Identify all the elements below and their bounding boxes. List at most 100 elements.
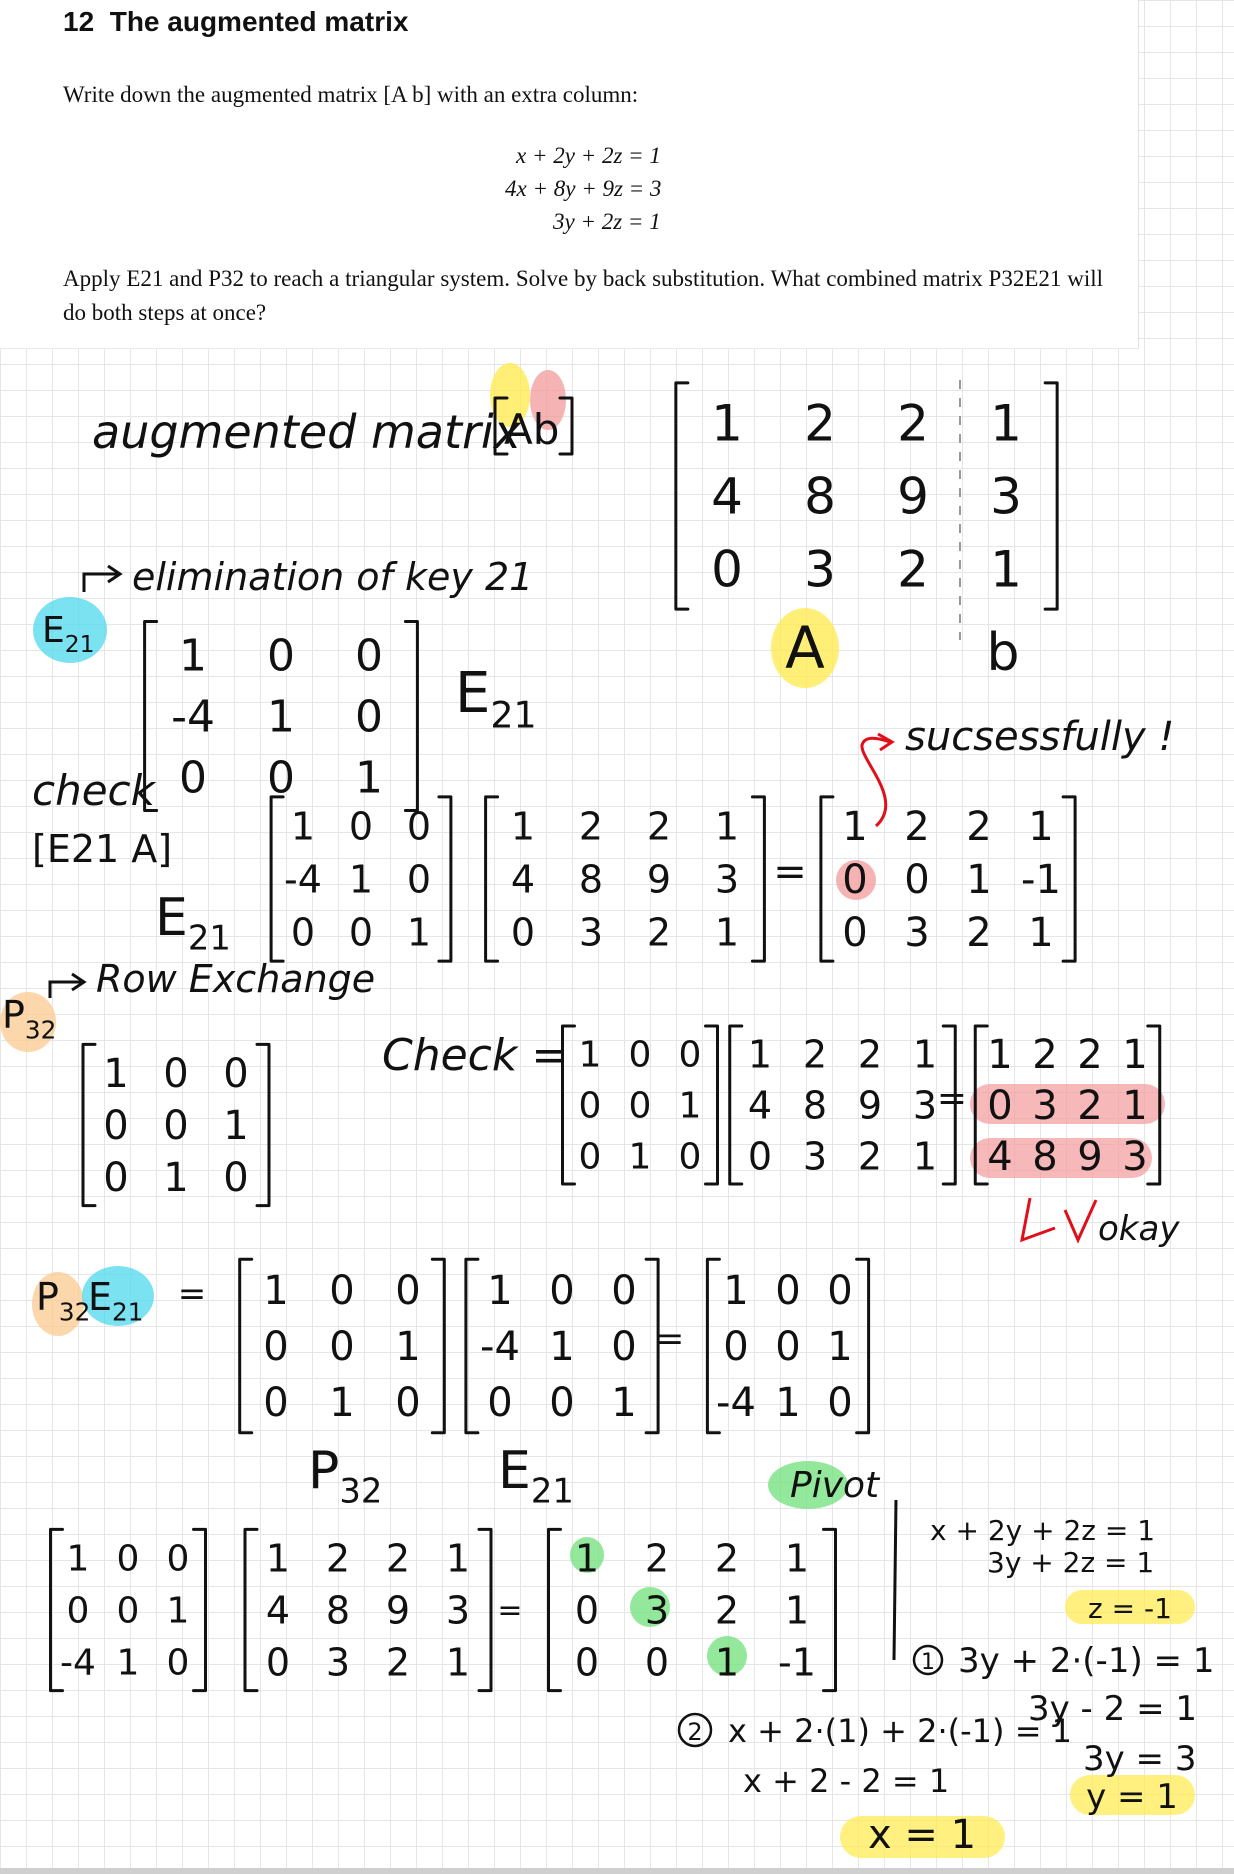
check2-a-left-bracket [728,1024,744,1186]
check-result-left-bracket [819,795,835,963]
highlight-new-zero [836,860,876,900]
combined-result-cell: 0 [827,1380,852,1426]
p32-matrix-cell: 1 [223,1103,248,1149]
combined-result-cell: 0 [723,1324,748,1370]
check-e21-right-bracket [437,795,453,963]
check-result-cell: -1 [1021,857,1061,903]
combined-e21-matrix-cell: 1 [611,1380,636,1426]
check2-p32-cell: 0 [679,1137,702,1178]
check2-p32-cell: 1 [629,1137,652,1178]
final-p32e21-cell: 0 [167,1643,190,1684]
combined-e21: E21 [88,1275,143,1327]
pivot-label: Pivot [790,1465,881,1506]
backsub-step2b: x + 2 - 2 = 1 [743,1762,949,1800]
check2-result-cell: 3 [1122,1134,1147,1180]
combined-e21-matrix-cell: 0 [549,1380,574,1426]
augmented-matrix-cell: 1 [711,395,743,453]
combined-result-cell: 1 [827,1324,852,1370]
combined-e21-matrix-cell: -4 [480,1324,520,1370]
check-result-cell: 1 [1028,804,1053,850]
final-a-cell: 3 [446,1588,470,1632]
check-a-cell: 1 [715,804,739,848]
highlight-b [530,370,566,430]
combined-p32-matrix-left-bracket [238,1257,254,1435]
step2-circle [677,1712,713,1748]
highlight-label-a [771,608,839,688]
backsub-step1b: 3y - 2 = 1 [1028,1689,1197,1729]
final-a-cell: 2 [386,1536,410,1580]
step1-number: 1 [921,1650,935,1675]
check2-p32-left-bracket [561,1024,576,1186]
final-result-cell: 2 [715,1588,739,1632]
final-result-cell: 0 [645,1640,669,1684]
success-arrow-head [877,732,895,752]
check-e21-cell: 1 [291,804,315,848]
augmented-matrix-cell: 1 [990,395,1022,453]
backsub-step2: x + 2·(1) + 2·(-1) = 1 [728,1712,1072,1750]
e21-matrix-cell: 0 [267,752,295,803]
combined-p32-matrix-cell: 0 [263,1380,288,1426]
p32-tag: P32 [2,993,56,1045]
p32-matrix-cell: 0 [163,1103,188,1149]
p32-matrix-cell: 0 [223,1051,248,1097]
check2-a-cell: 2 [858,1032,882,1076]
final-a-cell: 8 [326,1588,350,1632]
augmented-matrix-cell: 2 [897,541,929,599]
combined-p32-matrix-cell: 1 [263,1268,288,1314]
check2-a-cell: 2 [858,1134,882,1178]
e21-matrix-cell: 1 [179,630,207,681]
final-a-cell: 1 [266,1536,290,1580]
e21-matrix-cell: 1 [267,691,295,742]
augmented-matrix-cell: 4 [711,468,743,526]
check-result-cell: 0 [842,857,867,903]
highlight-y [1070,1775,1195,1815]
combined-equals: = [178,1274,207,1314]
check-a-cell: 4 [511,857,535,901]
row-exchange-arrow-head [71,972,87,992]
final-a-right-bracket [477,1527,493,1693]
combined-e21-matrix-cell: 1 [549,1324,574,1370]
combined-e21-matrix-cell: 0 [549,1268,574,1314]
step2-number: 2 [687,1718,702,1746]
highlight-e21-tag [33,597,107,663]
combined-result-cell: 0 [827,1268,852,1314]
combined-p32-matrix-cell: 1 [395,1324,420,1370]
check-result-cell: 2 [966,804,991,850]
check2-p32-cell: 0 [579,1086,602,1127]
problem-number: 12 [63,6,95,37]
check-a-cell: 3 [579,910,603,954]
equals-sign: = [773,849,807,895]
final-result-left-bracket [547,1527,562,1693]
okay-check-mark [1063,1199,1098,1244]
final-a-cell: 2 [386,1640,410,1684]
e21-matrix-cell: 0 [355,630,383,681]
check2-result-cell: 3 [1032,1083,1057,1129]
step1-circle [912,1644,944,1676]
check-result-cell: 0 [842,910,867,956]
combined-p32-matrix-cell: 1 [329,1380,354,1426]
check2-a-cell: 9 [858,1083,882,1127]
row-exchange-label: Row Exchange [96,957,375,1001]
e21-tag: E21 [42,610,95,658]
check2-result-right-bracket [1146,1024,1162,1186]
highlight-z [1065,1590,1195,1624]
final-equals: = [497,1593,522,1628]
check2-a-cell: 1 [913,1032,937,1076]
combined-e21-matrix-cell: 1 [487,1268,512,1314]
check-result-cell: 1 [966,857,991,903]
final-a-cell: 9 [386,1588,410,1632]
check-a-cell: 2 [647,910,671,954]
highlight-pivot-1 [570,1537,604,1573]
backsub-x: x = 1 [868,1812,976,1858]
e21-matrix-cell: -4 [171,691,215,742]
check2-a-cell: 1 [913,1134,937,1178]
augmented-matrix-left-bracket [674,381,690,611]
final-a-cell: 1 [446,1640,470,1684]
check2-a-cell: 3 [803,1134,827,1178]
check2-a-cell: 8 [803,1083,827,1127]
final-p32e21-cell: 0 [117,1539,140,1580]
combined-result-left-bracket [705,1257,721,1435]
success-note: sucsessfully ! [905,714,1174,760]
final-result-cell: 0 [575,1640,599,1684]
